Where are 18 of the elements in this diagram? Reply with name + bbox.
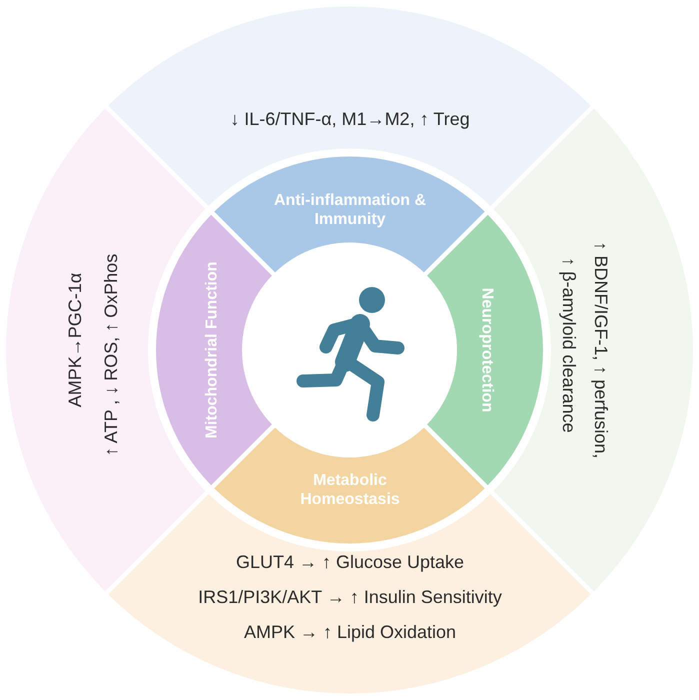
category-title: Anti-inflammation & Immunity — [273, 190, 427, 230]
mechanism-text: AMPK→PGC-1α — [65, 272, 86, 408]
category-title: Neuroprotection — [478, 288, 497, 412]
mechanism-text: ↑ BDNF/IGF-1, ↑ perfusion, — [590, 241, 611, 459]
mechanism-text: ↑ ATP , ↓ ROS, ↑ OxPhos — [101, 254, 122, 456]
mechanism-text: ↓ IL-6/TNF-α, M1→M2, ↑ Treg — [230, 109, 470, 131]
mechanism-text: IRS1/PI3K/AKT → ↑ Insulin Sensitivity — [198, 587, 502, 609]
mechanism-text: GLUT4 → ↑ Glucose Uptake — [236, 552, 464, 574]
inner-ring-segment — [156, 214, 272, 486]
outer-ring-segment — [108, 494, 591, 694]
outer-ring-segment — [493, 108, 693, 592]
category-title: Mitochondrial Function — [202, 262, 222, 438]
outer-ring-segment — [6, 108, 206, 592]
category-title: Metabolic Homeostasis — [299, 470, 401, 510]
outer-ring-segment — [108, 6, 591, 206]
mechanism-text: AMPK → ↑ Lipid Oxidation — [244, 622, 456, 644]
mechanism-text: ↑ β-amyloid clearance — [558, 257, 579, 433]
inner-ring-segment — [427, 214, 543, 486]
